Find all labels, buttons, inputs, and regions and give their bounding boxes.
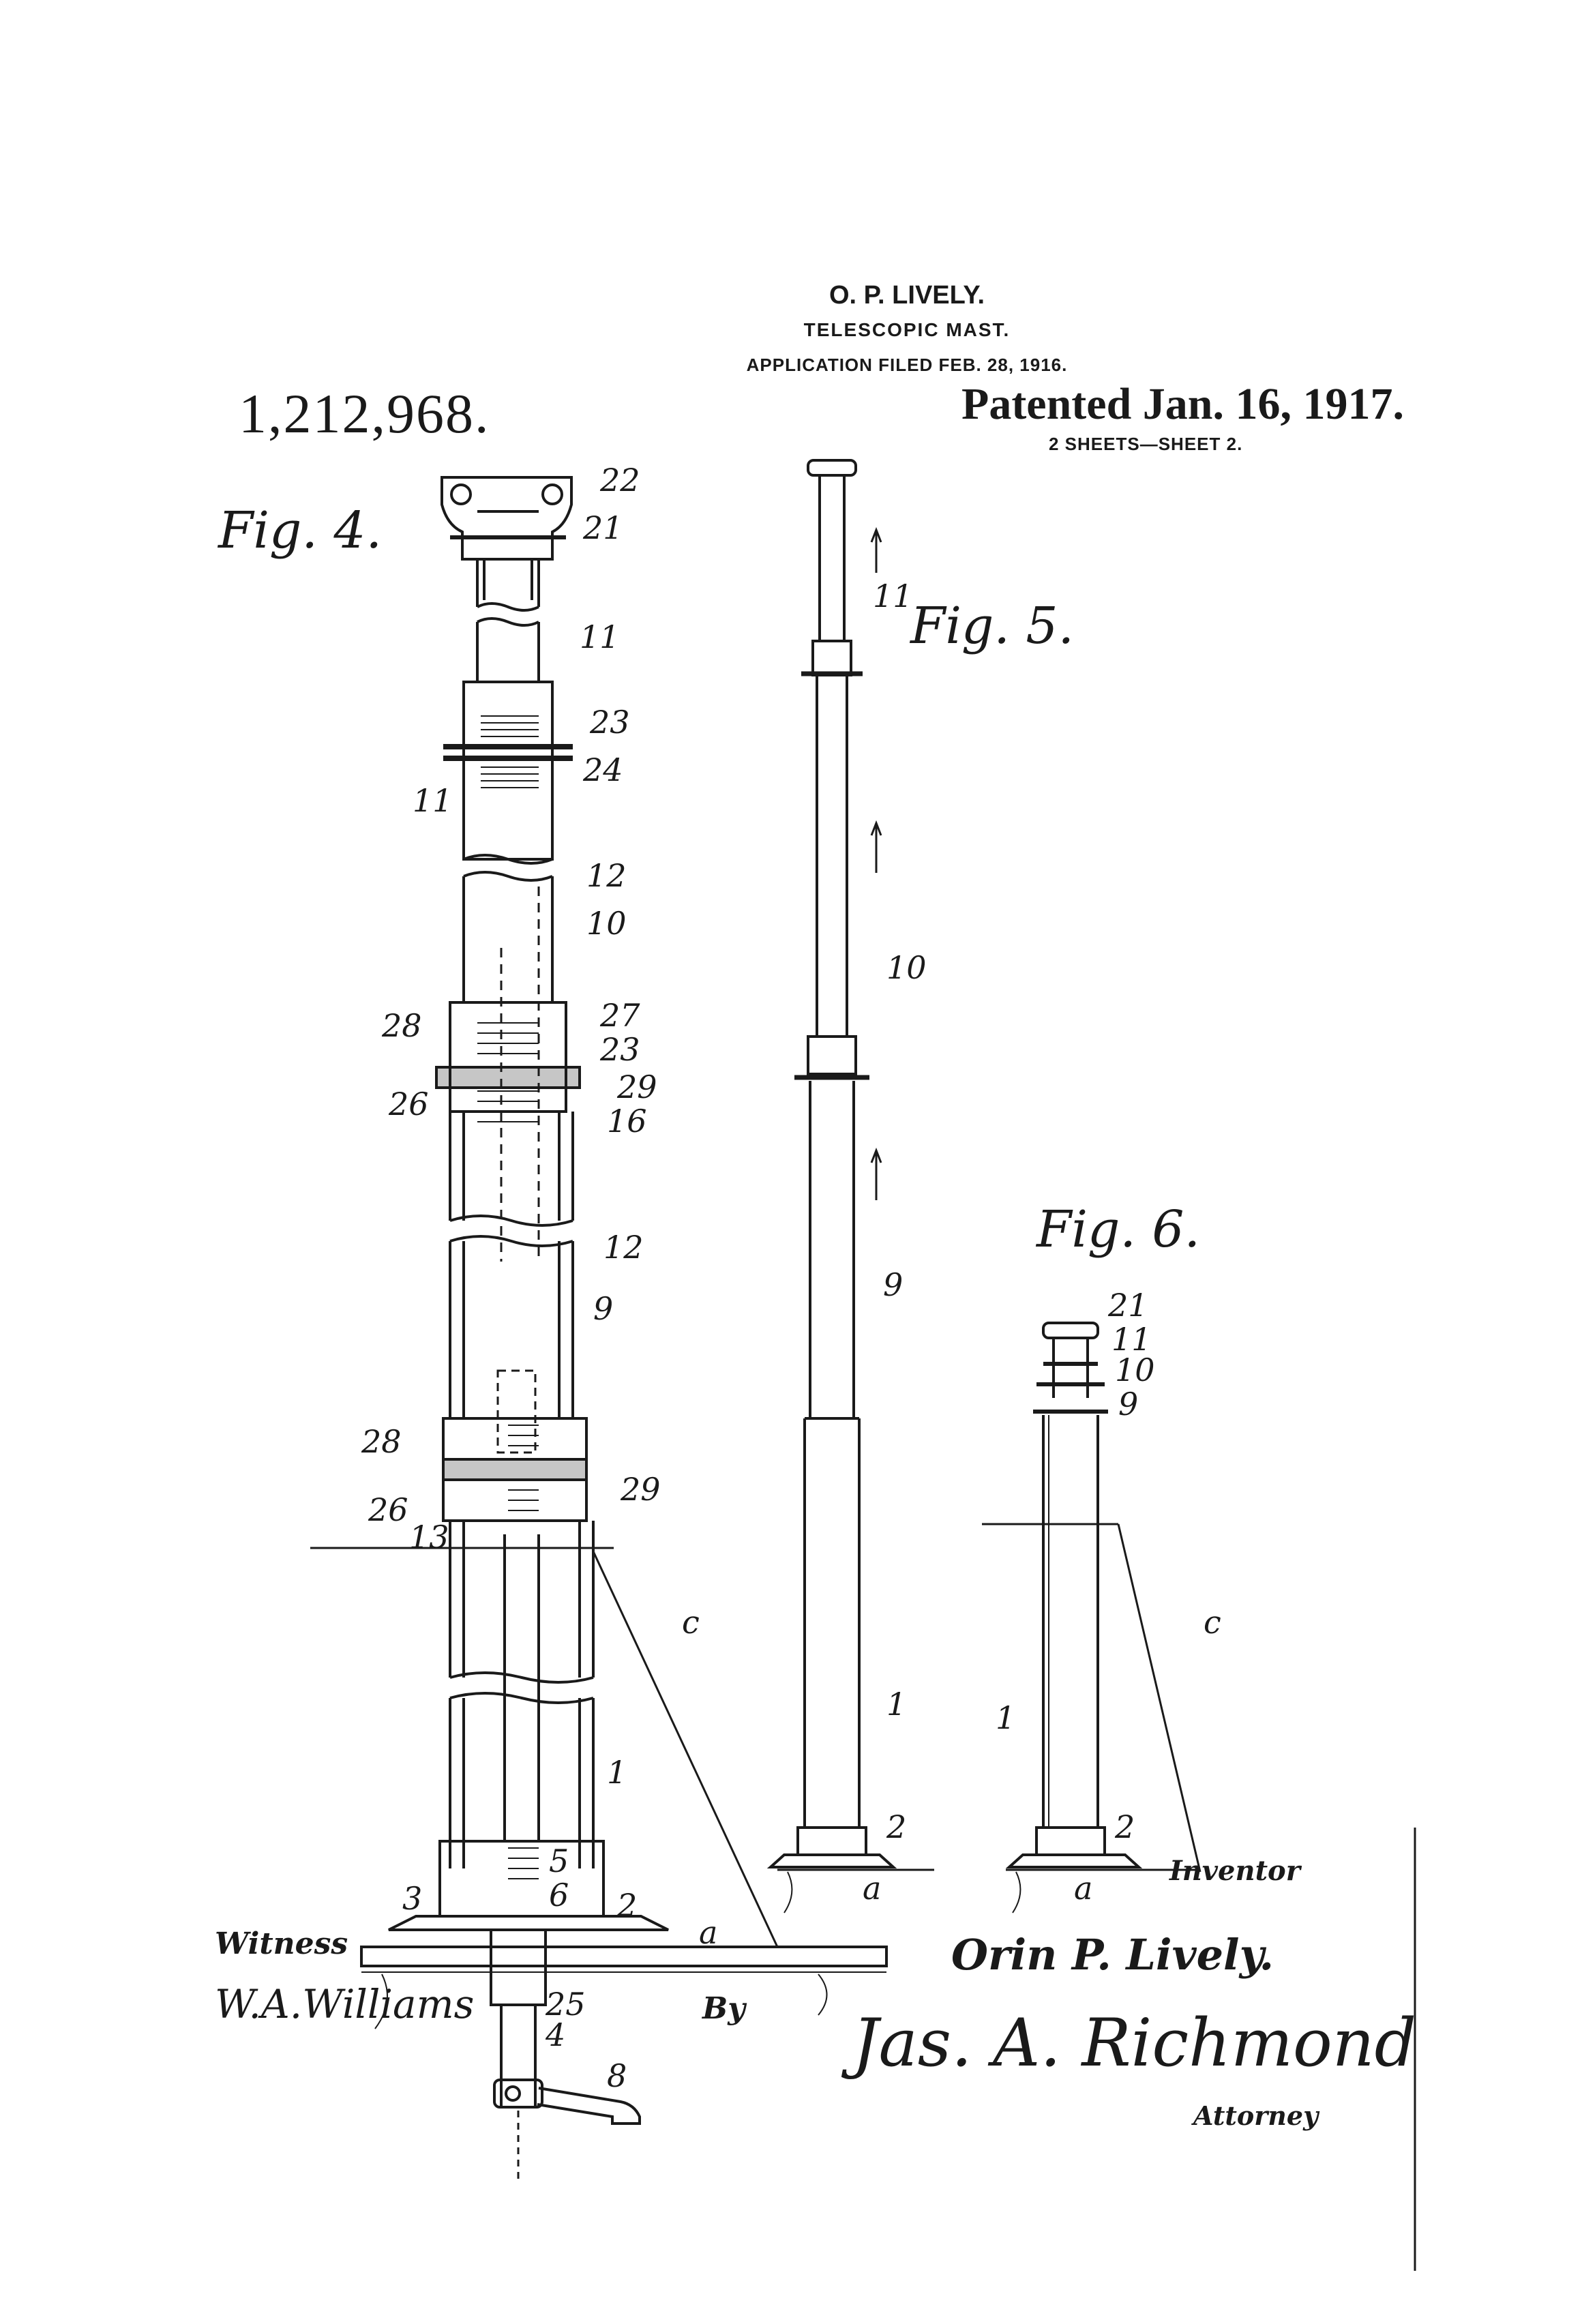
fig4-ref-23: 23 — [599, 1031, 640, 1068]
fig4-ref-26: 26 — [388, 1086, 429, 1122]
fig4-ref-11: 11 — [413, 782, 453, 819]
fig6-ref-2: 2 — [1114, 1808, 1135, 1845]
fig5-ref-11: 11 — [873, 578, 913, 614]
fig4-ref-22: 22 — [599, 462, 640, 498]
fig4-ref-6: 6 — [549, 1877, 569, 1913]
fig6-ref-21: 21 — [1107, 1287, 1148, 1324]
fig4-ref-4: 4 — [545, 2016, 565, 2053]
fig4-ref-a: a — [699, 1914, 717, 1951]
fig5-ref-9: 9 — [883, 1266, 903, 1303]
attorney-signature: Jas. A. Richmond — [852, 2005, 1416, 2081]
fig5-ref-a: a — [863, 1870, 881, 1907]
inventor-label: Inventor — [1169, 1855, 1300, 1887]
fig4-ref-3: 3 — [402, 1880, 422, 1917]
fig6-ref-a: a — [1074, 1870, 1092, 1907]
witness-label: Witness — [215, 1926, 348, 1961]
fig6-ref-1: 1 — [996, 1699, 1015, 1736]
fig6-mast-drawing — [982, 1323, 1200, 1913]
fig5-mast-drawing — [771, 460, 934, 1913]
fig4-ref-8: 8 — [607, 2057, 627, 2094]
fig6-ref-9: 9 — [1118, 1386, 1138, 1422]
fig4-ref-29: 29 — [616, 1069, 657, 1105]
fig4-ref-21: 21 — [582, 509, 623, 546]
fig4-ref-12: 12 — [586, 857, 627, 894]
attorney-label: Attorney — [1193, 2100, 1318, 2131]
fig4-ref-11: 11 — [580, 619, 620, 655]
fig4-ref-numerals: 22 21 11 23 24 11 12 10 28 27 23 26 29 1… — [361, 462, 717, 2094]
witness-signature: W.A.Williams — [215, 1981, 474, 2027]
fig4-ref-23: 23 — [589, 704, 630, 741]
by-label: By — [702, 1991, 745, 2026]
fig4-ref-28: 28 — [381, 1007, 422, 1044]
fig4-ref-26: 26 — [368, 1491, 408, 1528]
fig4-ref-24: 24 — [582, 751, 623, 788]
inventor-signature: Orin P. Lively. — [951, 1930, 1274, 1980]
fig4-ref-10: 10 — [586, 905, 627, 942]
fig5-ref-1: 1 — [886, 1686, 906, 1723]
fig5-ref-2: 2 — [886, 1808, 906, 1845]
fig6-ref-10: 10 — [1115, 1352, 1155, 1388]
fig4-ref-29: 29 — [620, 1471, 661, 1508]
fig4-ref-28: 28 — [361, 1423, 402, 1460]
fig4-ref-1: 1 — [607, 1754, 627, 1791]
fig4-ref-c: c — [682, 1604, 700, 1641]
fig4-ref-9: 9 — [593, 1290, 613, 1327]
fig5-ref-numerals: 11 10 9 1 2 a — [863, 578, 927, 1907]
fig4-ref-16: 16 — [607, 1103, 647, 1139]
fig6-ref-c: c — [1204, 1604, 1221, 1641]
fig5-ref-10: 10 — [886, 949, 927, 986]
fig4-ref-5: 5 — [549, 1843, 569, 1879]
fig4-ref-27: 27 — [599, 997, 640, 1034]
fig4-ref-12: 12 — [603, 1229, 644, 1266]
fig4-ref-13: 13 — [409, 1519, 449, 1555]
fig4-ref-2: 2 — [616, 1887, 637, 1924]
